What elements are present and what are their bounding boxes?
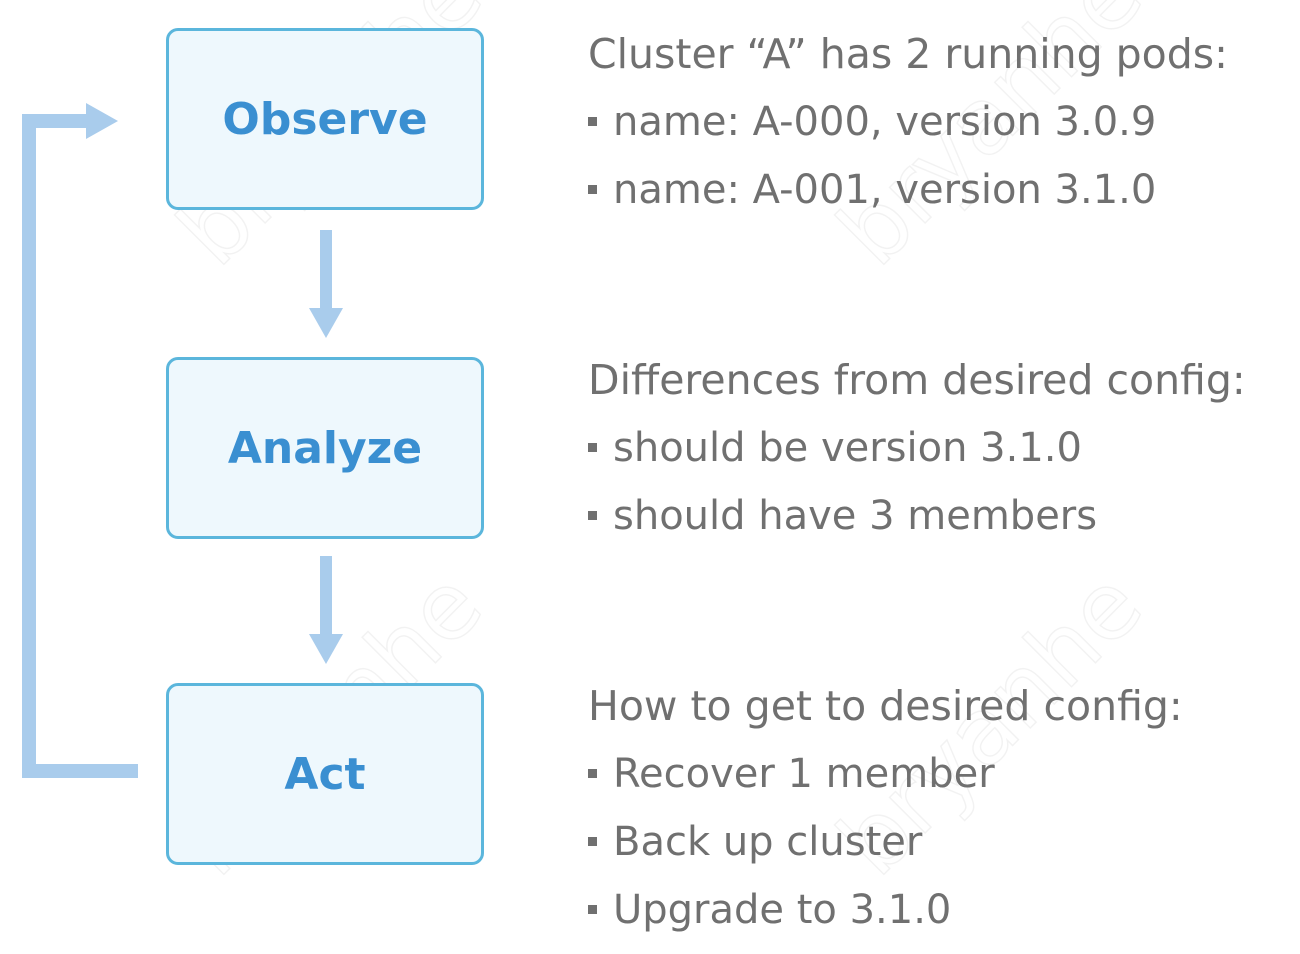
- arrow-head: [309, 634, 343, 664]
- loop-top-segment: [22, 114, 88, 128]
- bullet-item: should be version 3.1.0: [588, 414, 1246, 482]
- bullet-text: should have 3 members: [613, 493, 1098, 539]
- analyze-description-title: Differences from desired config:: [588, 356, 1246, 404]
- bullet-item: name: A-001, version 3.1.0: [588, 156, 1228, 224]
- analyze-description: Differences from desired config: should …: [588, 346, 1246, 550]
- bullet-icon: [588, 768, 597, 778]
- arrow-shaft: [320, 230, 332, 312]
- loop-vertical-segment: [22, 114, 36, 778]
- bullet-item: Upgrade to 3.1.0: [588, 876, 1183, 944]
- bullet-icon: [588, 442, 597, 452]
- observe-label: Observe: [222, 93, 428, 145]
- bullet-item: name: A-000, version 3.0.9: [588, 88, 1228, 156]
- observe-box: Observe: [166, 28, 484, 210]
- act-description-title: How to get to desired config:: [588, 682, 1183, 730]
- bullet-text: name: A-000, version 3.0.9: [613, 99, 1157, 145]
- bullet-icon: [588, 904, 597, 914]
- observe-description-title: Cluster “A” has 2 running pods:: [588, 30, 1228, 78]
- act-box: Act: [166, 683, 484, 865]
- arrow-feedback-loop: [22, 103, 138, 778]
- arrow-head: [86, 103, 118, 139]
- arrow-analyze-to-act: [309, 556, 343, 664]
- bullet-text: name: A-001, version 3.1.0: [613, 167, 1157, 213]
- act-description: How to get to desired config: Recover 1 …: [588, 672, 1183, 944]
- bullet-icon: [588, 184, 597, 194]
- loop-bottom-segment: [22, 764, 138, 778]
- arrow-shaft: [320, 556, 332, 638]
- bullet-item: Back up cluster: [588, 808, 1183, 876]
- bullet-text: Recover 1 member: [613, 751, 995, 797]
- bullet-text: should be version 3.1.0: [613, 425, 1082, 471]
- observe-description: Cluster “A” has 2 running pods: name: A-…: [588, 20, 1228, 224]
- analyze-label: Analyze: [227, 422, 423, 474]
- bullet-item: should have 3 members: [588, 482, 1246, 550]
- arrow-observe-to-analyze: [309, 230, 343, 338]
- bullet-icon: [588, 510, 597, 520]
- act-label: Act: [284, 748, 366, 800]
- bullet-text: Upgrade to 3.1.0: [613, 887, 952, 933]
- arrow-head: [309, 308, 343, 338]
- analyze-box: Analyze: [166, 357, 484, 539]
- bullet-item: Recover 1 member: [588, 740, 1183, 808]
- bullet-icon: [588, 116, 597, 126]
- bullet-icon: [588, 836, 597, 846]
- bullet-text: Back up cluster: [613, 819, 923, 865]
